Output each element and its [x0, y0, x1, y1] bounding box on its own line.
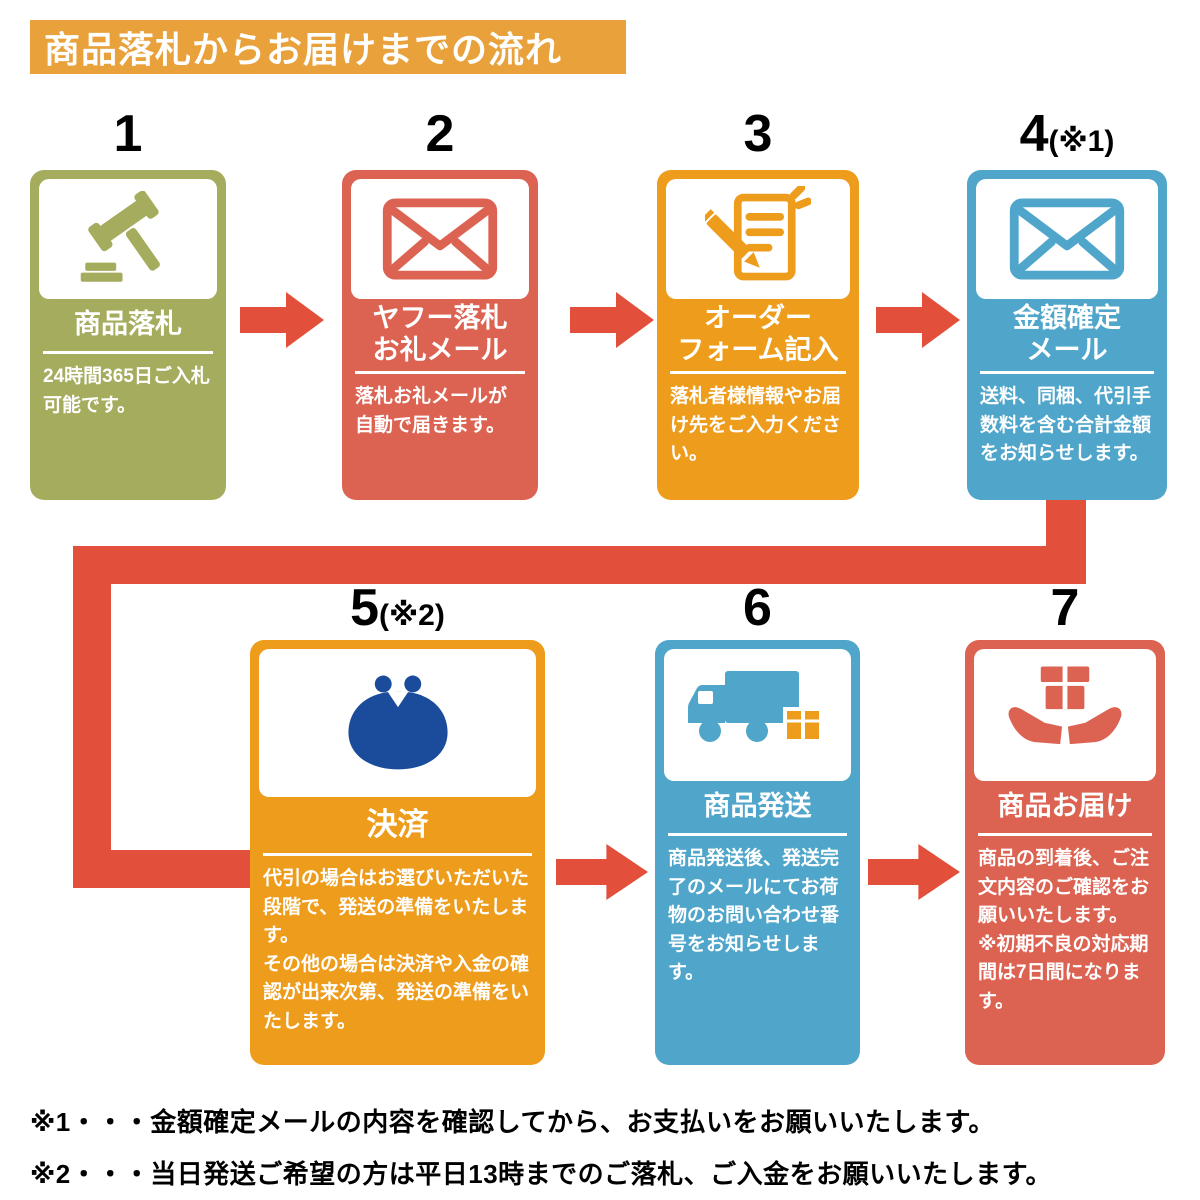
icon-panel: [974, 649, 1156, 781]
arrow-right-icon: [240, 292, 324, 348]
step-description: 代引の場合はお選びいただいた段階で、発送の準備をいたします。 その他の場合は決済…: [263, 868, 530, 1032]
step-description: 落札お礼メールが自動で届きます。: [355, 386, 508, 436]
step-card-order-form: オーダー フォーム記入 落札者様情報やお届け先をご入力ください。: [657, 170, 859, 500]
step-description: 送料、同梱、代引手数料を含む合計金額をお知らせします。: [980, 386, 1152, 464]
step-number-text: 7: [1050, 579, 1080, 637]
step-title: 商品お届け: [997, 791, 1133, 822]
page-title: 商品落札からお届けまでの流れ: [44, 29, 563, 70]
divider: [668, 833, 847, 836]
step-title: 決済: [366, 806, 429, 842]
step-title: オーダー フォーム記入: [677, 303, 839, 365]
step-number-6: 6: [655, 580, 860, 649]
header-banner: 商品落札からお届けまでの流れ: [30, 20, 626, 74]
mail-icon: [1009, 198, 1125, 280]
icon-panel: [39, 179, 217, 299]
step-title: 商品発送: [703, 791, 812, 822]
step-description: 落札者様情報やお届け先をご入力ください。: [670, 386, 842, 464]
truck-icon: [687, 671, 823, 743]
arrow-right-icon: [570, 292, 654, 348]
connector-horizontal-bottom: [73, 850, 255, 888]
step-number-1: 1: [30, 106, 226, 175]
divider: [978, 833, 1152, 836]
step-number-3: 3: [657, 106, 859, 175]
arrow-right-icon: [876, 292, 960, 348]
step-number-text: 2: [425, 105, 455, 163]
connector-vertical-left: [73, 546, 111, 888]
icon-panel: [976, 179, 1158, 299]
connector-horizontal-top: [73, 546, 1086, 584]
step-card-shipping: 商品発送 商品発送後、発送完了のメールにてお荷物のお問い合わせ番号をお知らせしま…: [655, 640, 860, 1065]
step-card-auction: 商品落札 24時間365日ご入札可能です。: [30, 170, 226, 500]
divider: [43, 351, 213, 354]
step-description: 24時間365日ご入札可能です。: [43, 366, 210, 416]
step-number-text: 6: [743, 579, 772, 637]
step-number-7: 7: [965, 580, 1165, 649]
icon-panel: [666, 179, 850, 299]
footnote-1: ※1・・・金額確定メールの内容を確認してから、お支払いをお願いいたします。: [30, 1107, 995, 1137]
icon-panel: [351, 179, 529, 299]
icon-panel: [259, 649, 536, 797]
arrow-right-icon: [868, 844, 960, 900]
coin-purse-icon: [347, 675, 448, 770]
step-number-text: 5: [350, 579, 380, 637]
step-number-note: (※1): [1048, 125, 1115, 158]
icon-panel: [664, 649, 851, 781]
pencil-form-icon: [705, 186, 811, 281]
divider: [670, 371, 846, 374]
step-number-note: (※2): [379, 599, 445, 632]
divider: [263, 853, 532, 856]
step-number-text: 3: [743, 105, 773, 163]
step-card-payment: 決済 代引の場合はお選びいただいた段階で、発送の準備をいたします。 その他の場合…: [250, 640, 545, 1065]
step-number-text: 4: [1019, 105, 1049, 163]
step-card-thanks-mail: ヤフー落札 お礼メール 落札お礼メールが自動で届きます。: [342, 170, 538, 500]
mail-icon: [382, 198, 498, 280]
step-title: 商品落札: [74, 309, 182, 340]
footnote-2: ※2・・・当日発送ご希望の方は平日13時までのご落札、ご入金をお願いいたします。: [30, 1159, 1053, 1189]
divider: [980, 371, 1154, 374]
step-title: ヤフー落札 お礼メール: [372, 303, 508, 365]
step-number-text: 1: [113, 105, 143, 163]
hands-package-icon: [1008, 666, 1122, 745]
step-title: 金額確定 メール: [1013, 303, 1121, 365]
step-number-5: 5(※2): [250, 580, 545, 649]
step-description: 商品の到着後、ご注文内容のご確認をお願いいたします。 ※初期不良の対応期間は7日…: [978, 848, 1150, 1012]
step-number-2: 2: [342, 106, 538, 175]
divider: [355, 371, 525, 374]
step-card-delivery: 商品お届け 商品の到着後、ご注文内容のご確認をお願いいたします。 ※初期不良の対…: [965, 640, 1165, 1065]
gavel-icon: [80, 191, 160, 282]
step-number-4: 4(※1): [967, 106, 1167, 175]
arrow-right-icon: [556, 844, 648, 900]
step-description: 商品発送後、発送完了のメールにてお荷物のお問い合わせ番号をお知らせします。: [668, 848, 840, 983]
step-card-price-mail: 金額確定 メール 送料、同梱、代引手数料を含む合計金額をお知らせします。: [967, 170, 1167, 500]
